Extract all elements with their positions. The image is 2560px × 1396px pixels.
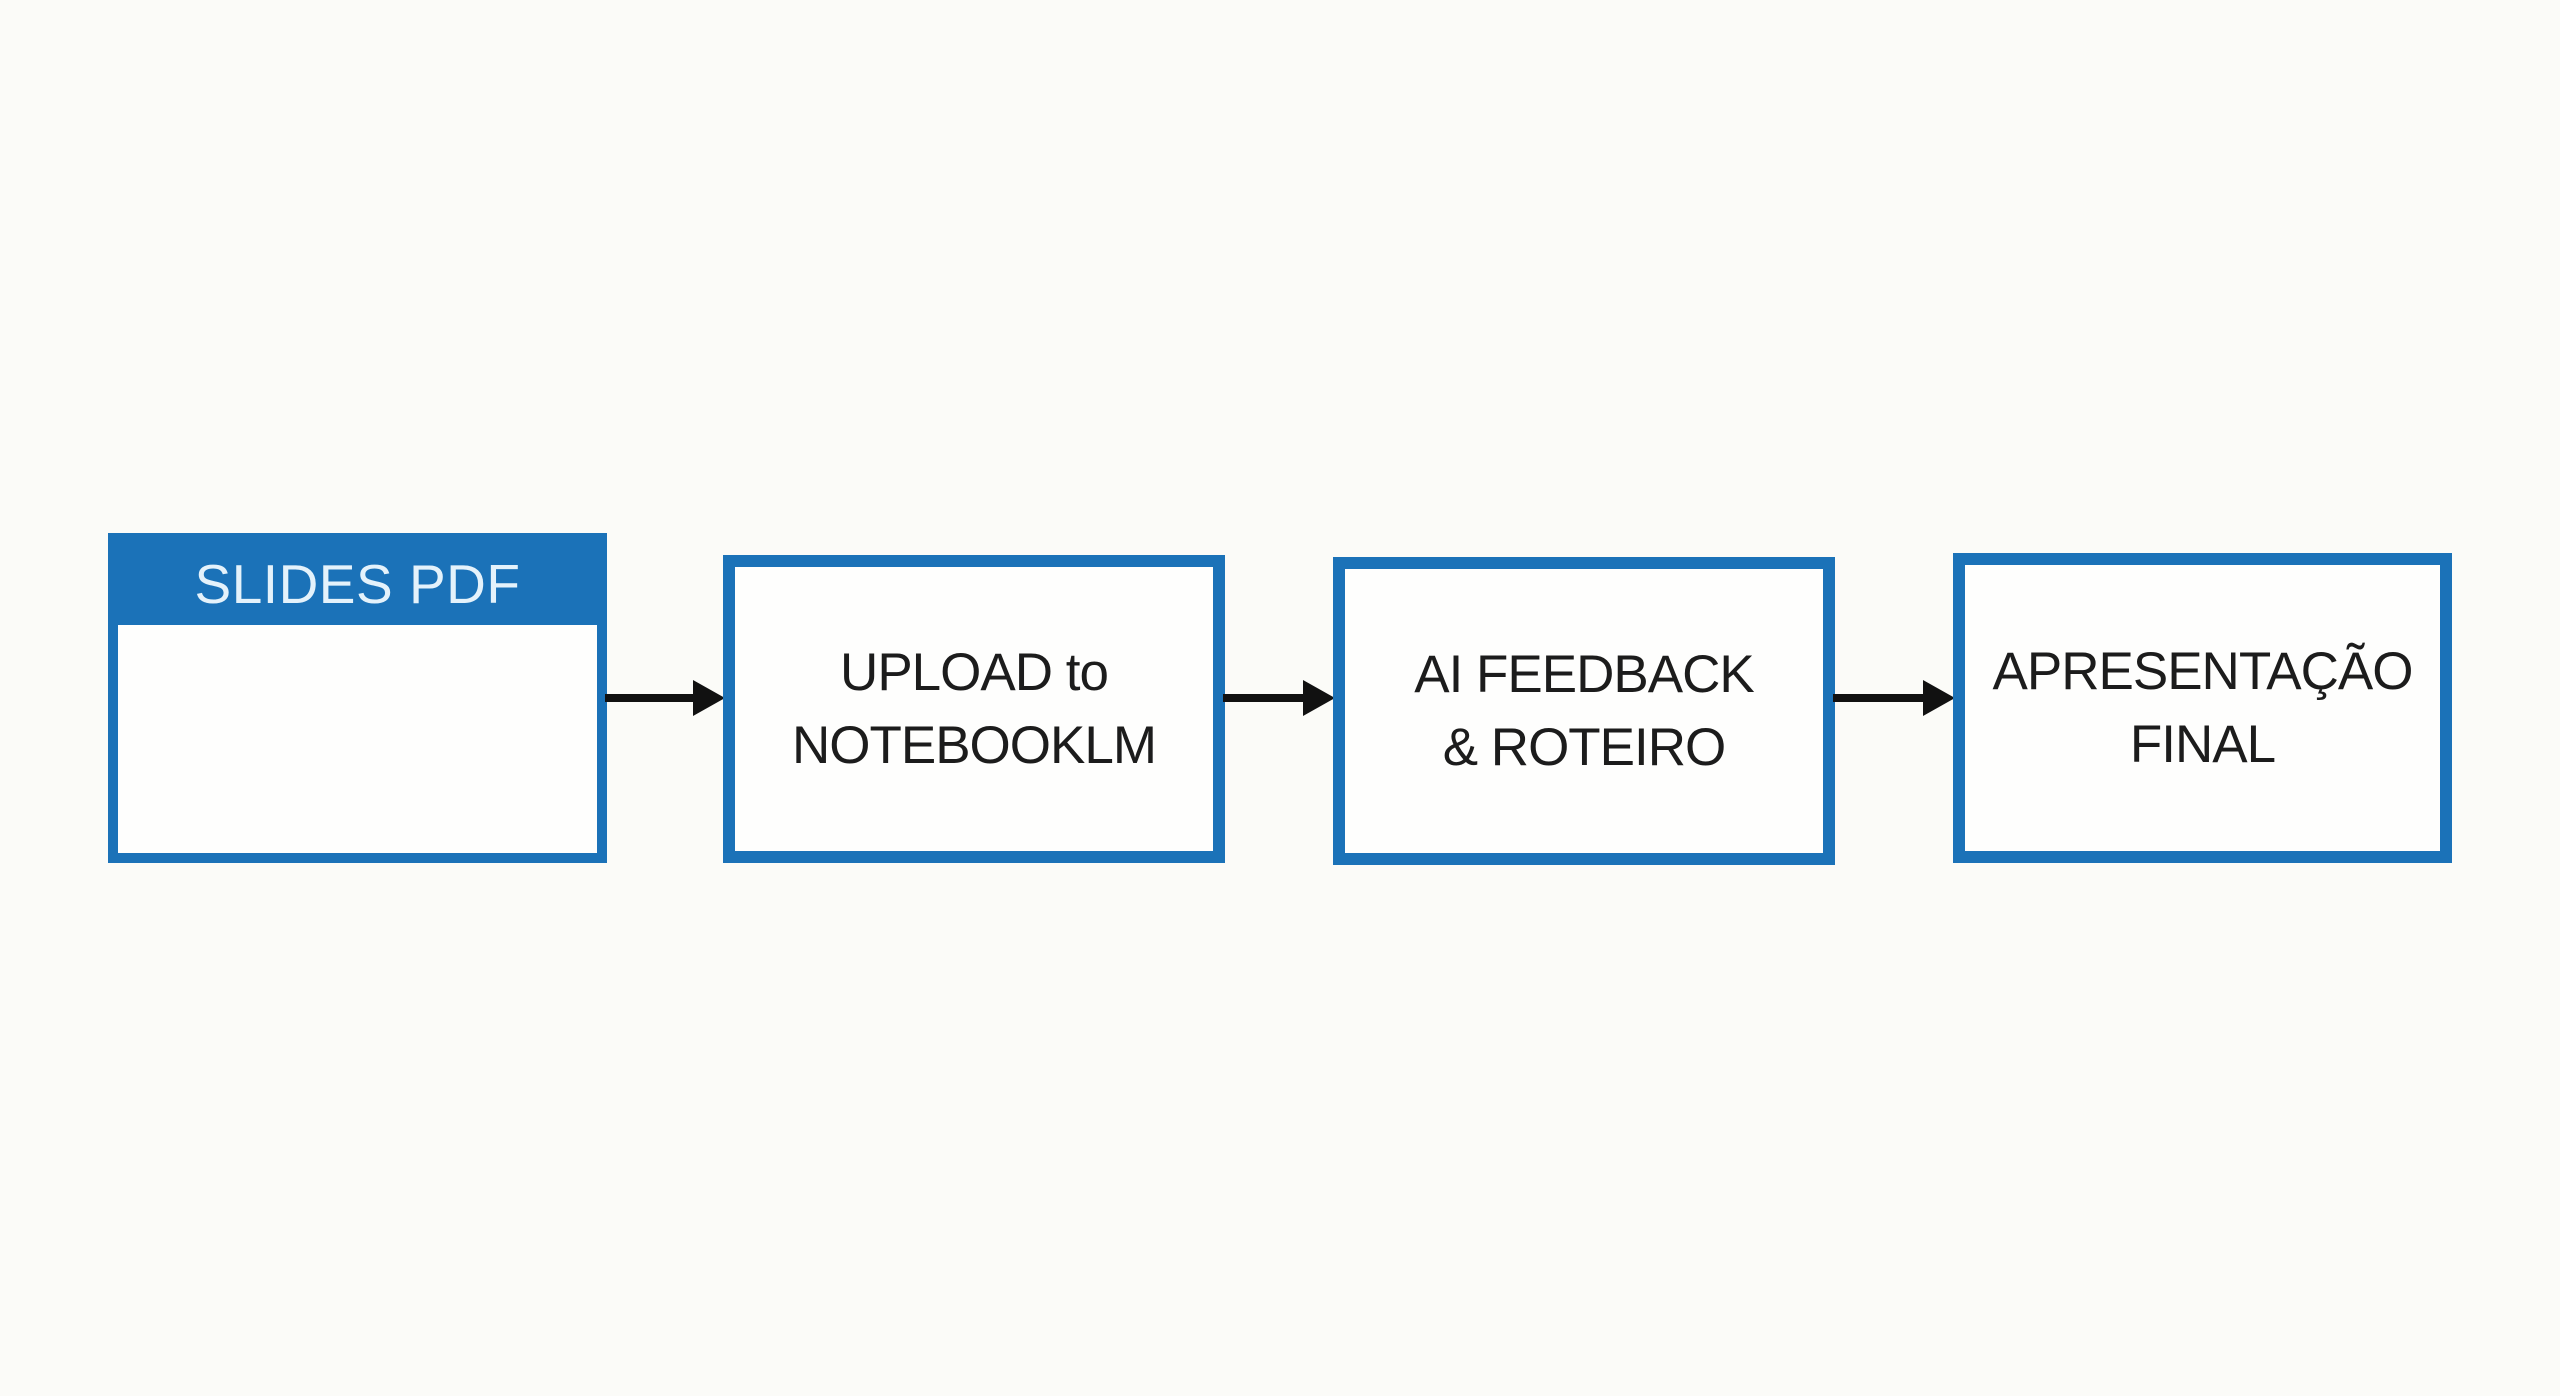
connector-arrow-2 [1223, 668, 1335, 728]
connector-arrow-3 [1833, 668, 1955, 728]
node-upload-notebooklm: UPLOAD to NOTEBOOKLM [723, 555, 1225, 863]
arrow-right-icon [1223, 680, 1335, 716]
arrow-right-icon [1833, 680, 1955, 716]
node-final-line1: APRESENTAÇÃO [1992, 642, 2414, 701]
arrow-right-icon [605, 680, 725, 716]
node-slides-pdf-body [118, 625, 597, 850]
node-ai-feedback-roteiro: AI FEEDBACK & ROTEIRO [1333, 557, 1835, 865]
node-upload-notebooklm-label: UPLOAD to NOTEBOOKLM [791, 636, 1157, 782]
node-feedback-line1: AI FEEDBACK [1414, 645, 1754, 704]
node-ai-feedback-roteiro-label: AI FEEDBACK & ROTEIRO [1414, 638, 1754, 784]
node-apresentacao-final-label: APRESENTAÇÃO FINAL [1992, 635, 2414, 781]
node-apresentacao-final: APRESENTAÇÃO FINAL [1953, 553, 2452, 863]
node-upload-line2: NOTEBOOKLM [791, 716, 1157, 775]
node-upload-line1: UPLOAD to [840, 643, 1109, 702]
node-slides-pdf-header: SLIDES PDF [118, 543, 597, 625]
node-slides-pdf: SLIDES PDF [108, 533, 607, 863]
node-final-line2: FINAL [2129, 715, 2276, 774]
connector-arrow-1 [605, 668, 725, 728]
node-feedback-line2: & ROTEIRO [1442, 718, 1727, 777]
node-slides-pdf-label: SLIDES PDF [194, 553, 521, 615]
